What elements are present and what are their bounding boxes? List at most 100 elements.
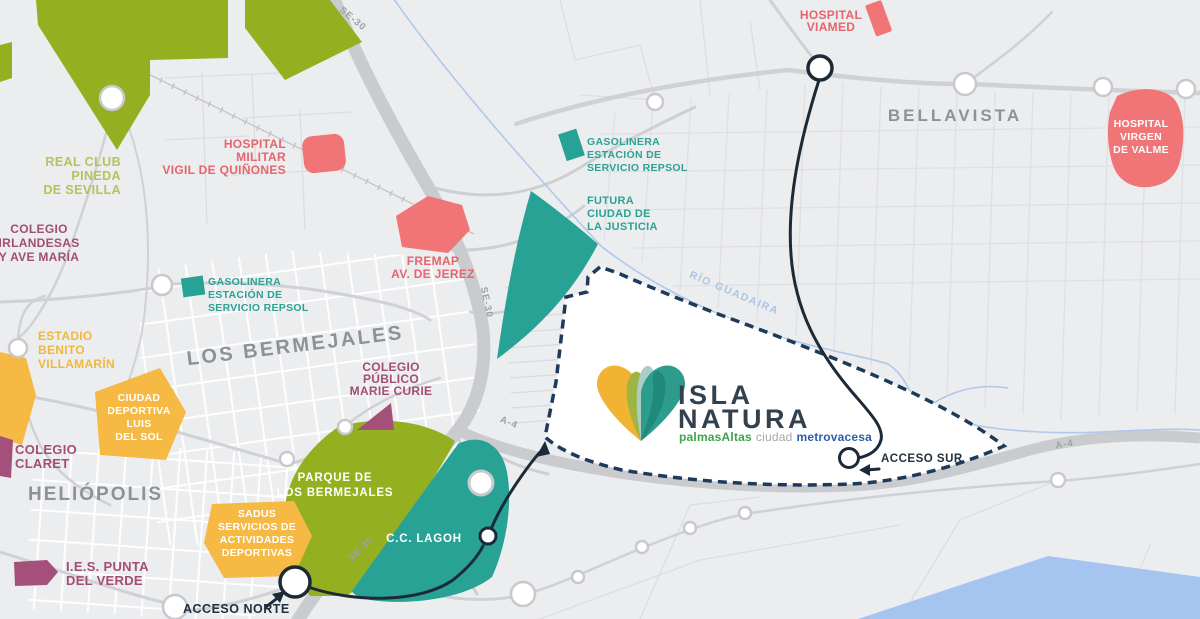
poi-labels: REAL CLUB PINEDA DE SEVILLA HOSPITAL MIL… (0, 8, 1169, 588)
sadus-area (204, 501, 312, 578)
hospital-viamed-building (865, 0, 892, 37)
svg-text:SERVICIO REPSOL: SERVICIO REPSOL (587, 162, 688, 174)
svg-text:REAL CLUB: REAL CLUB (45, 155, 121, 169)
access-labels: ACCESO NORTE ACCESO SUR (183, 453, 963, 616)
water-area (858, 556, 1200, 619)
fremap-building (396, 196, 470, 253)
svg-text:VIAMED: VIAMED (807, 20, 856, 34)
svg-text:VILLAMARÍN: VILLAMARÍN (38, 356, 115, 371)
marie-curie-label: COLEGIO PÚBLICO MARIE CURIE (350, 360, 433, 398)
yellow-areas (0, 352, 312, 578)
hospital-militar-building (302, 133, 346, 174)
futura-ciudad-justicia-label: FUTURA CIUDAD DE LA JUSTICIA (587, 195, 658, 233)
access-markers (278, 54, 860, 599)
teal-area-ciudad-justicia (497, 191, 598, 359)
svg-text:COLEGIO: COLEGIO (362, 360, 419, 374)
svg-text:CLARET: CLARET (15, 456, 70, 471)
svg-text:GASOLINERA: GASOLINERA (208, 276, 281, 288)
svg-text:ESTACIÓN DE: ESTACIÓN DE (208, 288, 282, 301)
svg-text:HOSPITAL: HOSPITAL (1114, 118, 1169, 130)
svg-text:SADUS: SADUS (238, 508, 276, 520)
svg-text:DEL SOL: DEL SOL (115, 431, 163, 443)
svg-text:VIRGEN: VIRGEN (1120, 131, 1162, 143)
maroon-areas (0, 403, 394, 586)
acceso-sur-marker (838, 447, 860, 469)
fremap-label: FREMAP AV. DE JEREZ (391, 254, 475, 281)
green-areas (0, 0, 455, 596)
svg-text:BENITO: BENITO (38, 343, 85, 357)
svg-text:GASOLINERA: GASOLINERA (587, 136, 660, 148)
svg-text:Y AVE MARÍA: Y AVE MARÍA (0, 249, 79, 264)
svg-text:FREMAP: FREMAP (407, 254, 459, 268)
green-area-parque-bermejales (283, 420, 455, 596)
svg-text:DE VALME: DE VALME (1113, 144, 1169, 156)
route-south (788, 78, 883, 460)
green-area-pineda-west (0, 42, 12, 82)
ies-punta-verde-label: I.E.S. PUNTA DEL VERDE (66, 559, 149, 588)
svg-text:SERVICIOS DE: SERVICIOS DE (218, 521, 296, 533)
route-north-arrowhead (536, 441, 550, 457)
svg-text:DEL VERDE: DEL VERDE (66, 573, 143, 588)
estadio-villamarin-label: ESTADIO BENITO VILLAMARÍN (38, 329, 115, 371)
hospital-valme-building (1107, 89, 1184, 188)
isla-natura-site-boundary (543, 265, 1008, 487)
acceso-norte-marker (278, 565, 312, 599)
svg-text:DEPORTIVA: DEPORTIVA (107, 405, 170, 417)
gasolinera-oeste-label: GASOLINERA ESTACIÓN DE SERVICIO REPSOL (208, 276, 309, 314)
hospital-militar-label: HOSPITAL MILITAR VIGIL DE QUIÑONES (162, 137, 286, 177)
road-a4 (452, 424, 1200, 493)
colegio-irlandesas-label: COLEGIO IRLANDESAS Y AVE MARÍA (0, 222, 80, 264)
svg-text:SERVICIO REPSOL: SERVICIO REPSOL (208, 302, 309, 314)
svg-text:MILITAR: MILITAR (236, 150, 286, 164)
logo-sub-brand: palmasAltas (679, 430, 752, 444)
acceso-sur-arrowhead (859, 464, 870, 476)
route-junction-viamed (806, 54, 834, 82)
acceso-norte-label: ACCESO NORTE (183, 602, 290, 616)
svg-text:ESTADIO: ESTADIO (38, 329, 93, 343)
svg-text:AV. DE JEREZ: AV. DE JEREZ (391, 267, 475, 281)
svg-text:LOS BERMEJALES: LOS BERMEJALES (277, 487, 394, 499)
gas-station-east-marker (558, 128, 585, 162)
sadus-label: SADUS SERVICIOS DE ACTIVIDADES DEPORTIVA… (218, 508, 296, 559)
svg-text:HOSPITAL: HOSPITAL (800, 8, 862, 22)
hospital-valme-label: HOSPITAL VIRGEN DE VALME (1113, 118, 1169, 156)
acceso-sur-label: ACCESO SUR (881, 453, 963, 465)
svg-text:CIUDAD: CIUDAD (118, 392, 161, 404)
svg-text:ACTIVIDADES: ACTIVIDADES (220, 534, 294, 546)
colegio-claret-label: COLEGIO CLARET (15, 442, 77, 471)
estadio-villamarin-area (0, 352, 36, 445)
gasolinera-este-label: GASOLINERA ESTACIÓN DE SERVICIO REPSOL (587, 136, 688, 174)
svg-text:DE SEVILLA: DE SEVILLA (43, 183, 121, 197)
bellavista-label: BELLAVISTA (888, 106, 1022, 125)
a4-label-east: A-4 (1055, 438, 1075, 452)
heliopolis-label: HELIÓPOLIS (28, 483, 163, 505)
svg-text:MARIE CURIE: MARIE CURIE (350, 384, 433, 398)
ciudad-deportiva-area (95, 368, 186, 460)
route-north-a (306, 544, 485, 600)
svg-text:VIGIL DE QUIÑONES: VIGIL DE QUIÑONES (162, 162, 286, 177)
svg-text:I.E.S. PUNTA: I.E.S. PUNTA (66, 559, 149, 574)
green-area-pineda-main (36, 0, 228, 150)
svg-text:IRLANDESAS: IRLANDESAS (0, 236, 80, 250)
route-junction-lagoh (478, 526, 498, 546)
cc-lagoh-label: C.C. LAGOH (386, 533, 462, 545)
svg-text:COLEGIO: COLEGIO (10, 222, 67, 236)
hospital-viamed-label: HOSPITAL VIAMED (800, 8, 862, 34)
roundabouts (7, 71, 1197, 619)
logo-title-line2: NATURA (678, 404, 811, 434)
svg-text:LUIS: LUIS (126, 418, 151, 430)
svg-text:COLEGIO: COLEGIO (15, 442, 77, 457)
svg-text:PÚBLICO: PÚBLICO (363, 371, 419, 386)
logo-title-line1: ISLA (678, 380, 754, 410)
street-grid-bellavista (599, 81, 1200, 421)
svg-text:ESTACIÓN DE: ESTACIÓN DE (587, 148, 661, 161)
svg-text:LA JUSTICIA: LA JUSTICIA (587, 221, 658, 233)
red-areas (302, 0, 1184, 253)
route-arrowheads (272, 441, 870, 603)
logo-sub-ciudad: ciudad (756, 430, 793, 444)
svg-text:PARQUE DE: PARQUE DE (298, 472, 373, 484)
